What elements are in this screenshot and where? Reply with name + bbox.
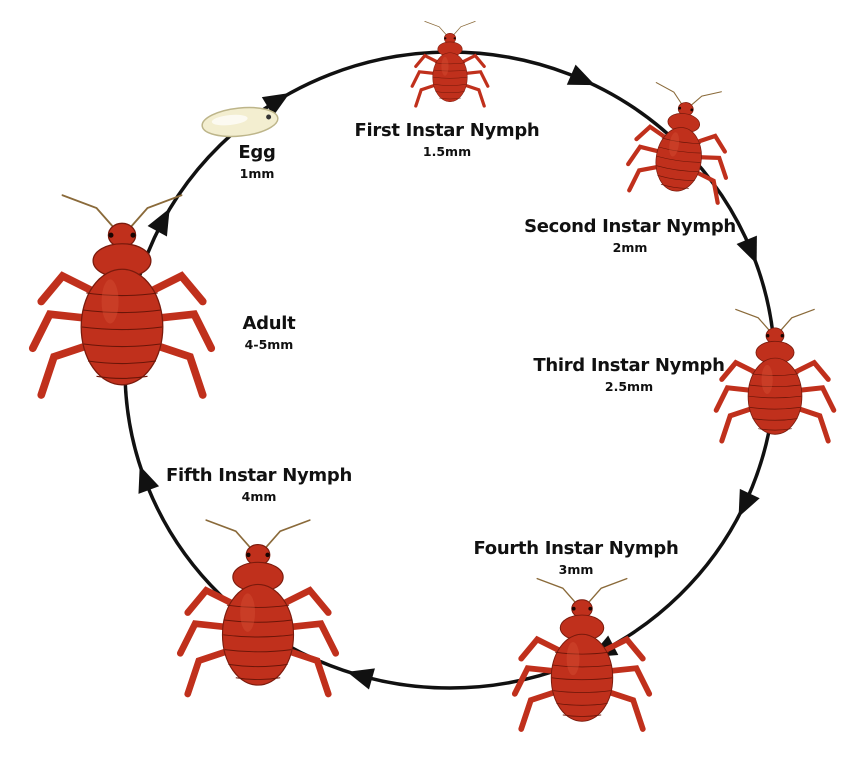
fifth-instar-size: 4mm xyxy=(242,489,277,504)
second-instar-size: 2mm xyxy=(613,240,648,255)
adult-bed-bug-icon xyxy=(33,195,212,395)
fourth-instar-size: 3mm xyxy=(559,562,594,577)
adult-size: 4-5mm xyxy=(245,337,294,352)
first-instar-size: 1.5mm xyxy=(423,144,471,159)
cycle-arrow-icon xyxy=(737,236,767,268)
fourth-instar-label: Fourth Instar Nymph xyxy=(474,538,679,559)
first-instar-label: First Instar Nymph xyxy=(355,120,540,141)
third-instar-nymph-icon xyxy=(716,309,834,441)
fifth-instar-nymph-icon xyxy=(180,520,335,694)
fourth-instar-nymph-icon xyxy=(515,579,649,729)
cycle-arrow-icon xyxy=(567,65,600,96)
egg-size: 1mm xyxy=(240,166,275,181)
adult-label: Adult xyxy=(243,313,296,334)
first-instar-nymph-icon xyxy=(412,21,488,106)
second-instar-label: Second Instar Nymph xyxy=(524,216,736,237)
cycle-arrow-icon xyxy=(148,203,180,236)
third-instar-label: Third Instar Nymph xyxy=(533,355,724,376)
cycle-arrow-icon xyxy=(729,489,760,522)
egg-icon xyxy=(201,104,280,140)
egg-label: Egg xyxy=(238,142,275,163)
cycle-arrow-icon xyxy=(344,661,375,689)
fifth-instar-label: Fifth Instar Nymph xyxy=(166,465,352,486)
second-instar-nymph-icon xyxy=(625,80,738,203)
third-instar-size: 2.5mm xyxy=(605,379,653,394)
cycle-arrow-icon xyxy=(129,462,159,494)
